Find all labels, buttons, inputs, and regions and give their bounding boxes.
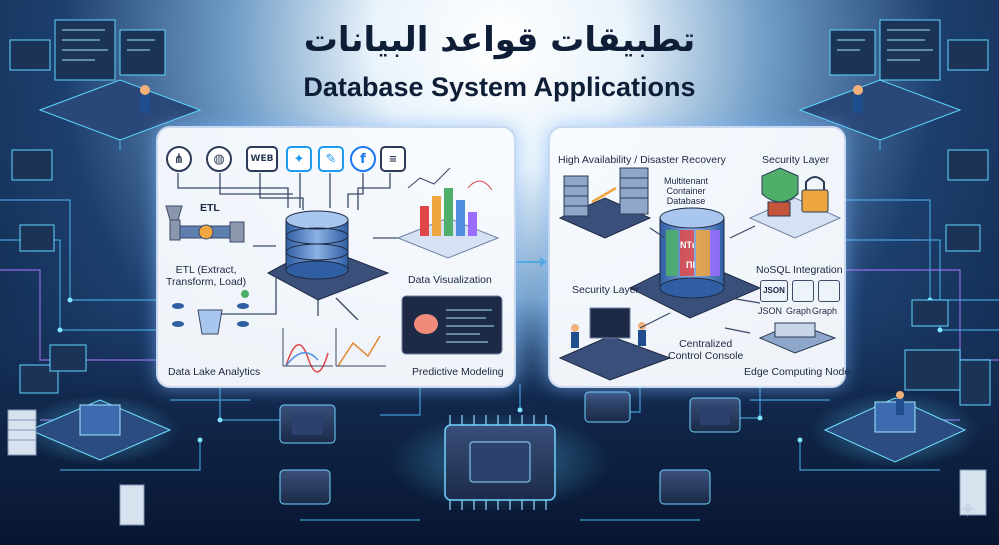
security-graphics	[748, 167, 842, 239]
multitenant-db-label: Multitenant Container Database	[664, 176, 709, 206]
title-arabic: تطبيقات قواعد البيانات	[303, 20, 696, 60]
edge-computing-label: Edge Computing Node	[744, 366, 851, 378]
monitor-column-left	[11, 149, 87, 372]
edge-node	[758, 322, 837, 354]
ha-servers	[558, 167, 652, 239]
panel-connector-arrow	[512, 257, 547, 267]
nosql-item-json: JSON	[758, 306, 783, 316]
chip-central	[390, 412, 610, 512]
globe-icon: ◍	[206, 146, 232, 172]
source-arrows	[177, 173, 403, 321]
tweet-icon: ✎	[318, 146, 344, 172]
workstation-top-left	[9, 19, 202, 141]
nosql-integration-label: NoSQL Integration	[756, 264, 843, 276]
etl-pipe	[165, 205, 245, 243]
right-panel-graphics	[558, 167, 842, 381]
graph-tag-1	[792, 280, 814, 302]
left-panel-graphics	[165, 167, 503, 373]
server-cluster-bottom-left	[7, 364, 180, 526]
data-visualization-label: Data Visualization	[408, 274, 492, 286]
chip-small-5	[659, 469, 711, 505]
predictive-modeling-label: Predictive Modeling	[412, 366, 504, 378]
sparkle-icon: ✦	[958, 498, 977, 523]
nosql-item-graph-1: Graph	[786, 306, 812, 316]
predictive-screen	[401, 295, 503, 355]
chip-small-4	[279, 469, 331, 505]
facebook-icon: f	[350, 146, 376, 172]
chip-small-2	[584, 391, 631, 423]
panel-data-pipeline: ⋔ ◍ WEB ✦ ✎ f ≡ ETL ETL (Extract, Transf…	[156, 126, 516, 388]
central-database	[266, 210, 390, 301]
data-lake-analytics-label: Data Lake Analytics	[168, 366, 261, 378]
wifi-icon: ⋔	[166, 146, 192, 172]
graph-tag-2	[818, 280, 840, 302]
monitor-column-right	[911, 149, 989, 327]
data-lake-icons	[172, 290, 249, 335]
chip-small-3	[689, 397, 741, 433]
data-viz-bars	[396, 167, 500, 259]
panel-system-architecture: High Availability / Disaster Recovery Mu…	[548, 126, 850, 388]
security-layer-left-label: Security Layer	[572, 284, 640, 296]
twitter-icon: ✦	[286, 146, 312, 172]
server-cluster-bottom-right	[810, 349, 991, 516]
mini-charts	[282, 328, 386, 373]
security-layer-top-label: Security Layer	[762, 154, 830, 166]
workstation-top-right	[798, 19, 989, 141]
ha-dr-label: High Availability / Disaster Recovery	[558, 154, 726, 166]
json-tag: JSON	[760, 280, 788, 302]
centralized-console-label: Centralized Control Console	[668, 338, 744, 362]
db-segment-label-1: ΝΤι	[680, 240, 695, 250]
container-database	[628, 207, 762, 319]
db-segment-label-2: ΠΙ	[686, 260, 695, 270]
title-english: Database System Applications	[303, 72, 696, 102]
chip-small-1	[279, 404, 336, 444]
nosql-item-graph-2: Graph	[812, 306, 838, 316]
etl-short-label: ETL	[200, 202, 220, 214]
document-icon: ≡	[380, 146, 406, 172]
web-icon: WEB	[246, 146, 278, 172]
right-arrows	[639, 225, 761, 334]
etl-long-label: ETL (Extract, Transform, Load)	[166, 264, 247, 288]
security-workstation	[558, 307, 672, 381]
